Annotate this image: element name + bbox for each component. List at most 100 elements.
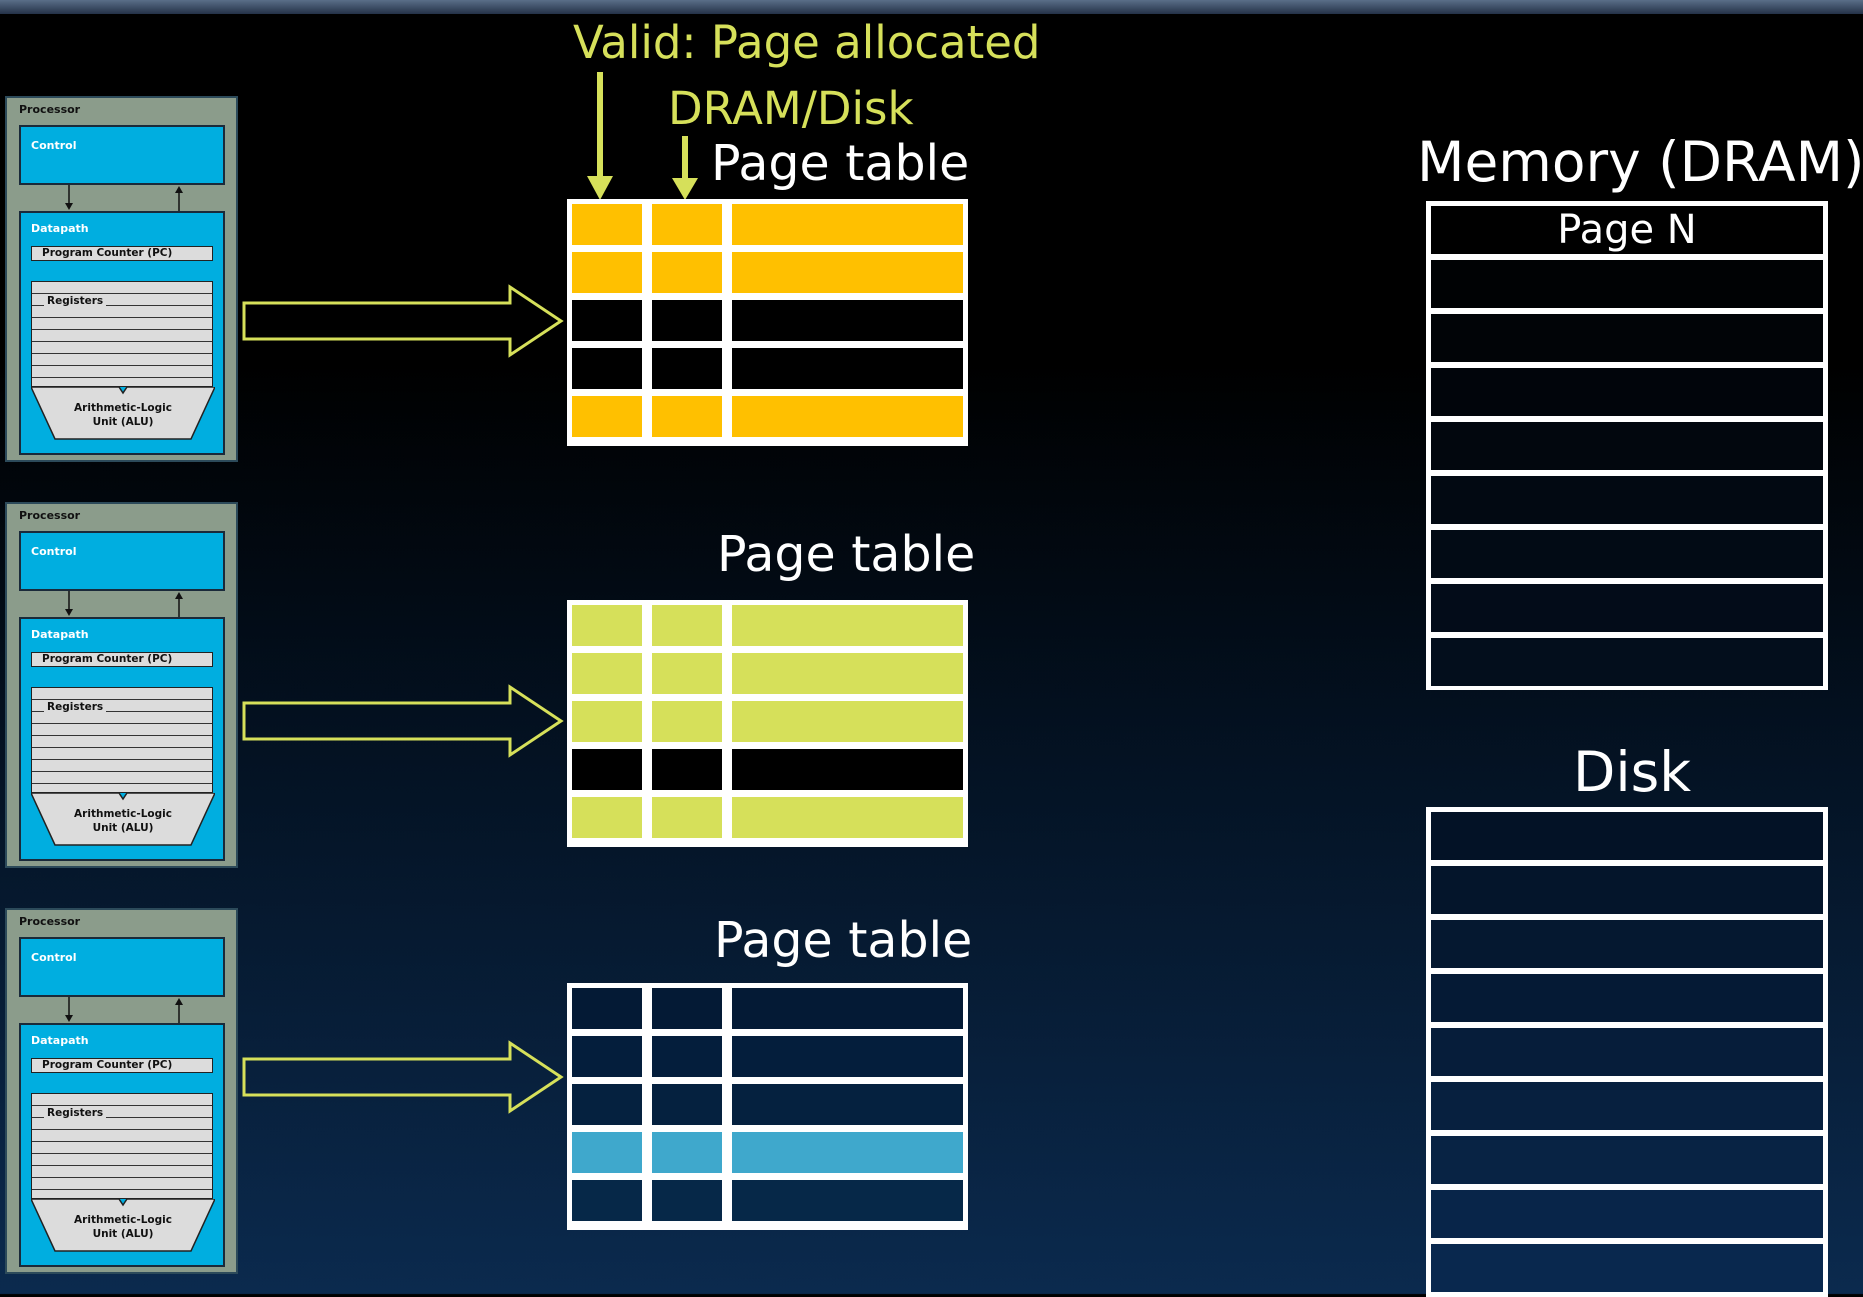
page-table-entry: [572, 1084, 963, 1125]
page-table-cell: [652, 605, 722, 646]
program-counter: Program Counter (PC): [31, 246, 213, 261]
page-table-entry: [572, 988, 963, 1029]
memory-page-slot: [1431, 314, 1823, 362]
alu-label-1: Arithmetic-Logic: [74, 808, 172, 820]
datapath-label: Datapath: [31, 222, 89, 235]
page-table-cell: [732, 605, 963, 646]
control-label: Control: [31, 139, 77, 152]
disk-page-slot: [1431, 812, 1823, 860]
page-table-cell: [652, 396, 722, 437]
memory-page-slot: [1431, 584, 1823, 632]
datapath: Datapath Program Counter (PC) Registers …: [19, 617, 225, 861]
valid-annotation: Valid: Page allocated: [573, 16, 1041, 69]
page-table-entry: [572, 300, 963, 341]
registers-label: Registers: [44, 1107, 107, 1119]
page-table-cell: [572, 204, 642, 245]
registers: Registers: [31, 1093, 213, 1199]
datapath: Datapath Program Counter (PC) Registers …: [19, 1023, 225, 1267]
page-table-cell: [572, 1084, 642, 1125]
page-table-cell: [732, 701, 963, 742]
disk-page-slot: [1431, 1082, 1823, 1130]
page-table-entry: [572, 1180, 963, 1221]
page-table-cell: [572, 1132, 642, 1173]
control-unit: Control: [19, 125, 225, 185]
page-table-cell: [652, 1084, 722, 1125]
page-table-cell: [652, 1180, 722, 1221]
arrow-down-icon: [65, 185, 73, 210]
page-table-2: [567, 600, 968, 847]
control-label: Control: [31, 951, 77, 964]
page-table-cell: [572, 348, 642, 389]
arrow-up-icon: [175, 592, 183, 617]
page-table-entry: [572, 348, 963, 389]
processor-label: Processor: [19, 103, 81, 116]
page-table-cell: [652, 653, 722, 694]
page-table-cell: [572, 988, 642, 1029]
page-table-entry: [572, 204, 963, 245]
page-table-cell: [732, 797, 963, 838]
memory-page-slot: [1431, 476, 1823, 524]
page-table-entry: [572, 1036, 963, 1077]
alu-label-2: Unit (ALU): [92, 416, 154, 428]
disk-page-slot: [1431, 1028, 1823, 1076]
page-table-title: Page table: [717, 526, 976, 583]
page-table-cell: [652, 348, 722, 389]
registers-label: Registers: [44, 295, 107, 307]
arrow-down-icon: [65, 997, 73, 1022]
page-table-cell: [652, 797, 722, 838]
registers: Registers: [31, 687, 213, 793]
registers: Registers: [31, 281, 213, 387]
page-table-cell: [732, 1036, 963, 1077]
memory-page-slot: Page N: [1431, 206, 1823, 254]
datapath-label: Datapath: [31, 1034, 89, 1047]
process-arrow-icon: [242, 684, 564, 758]
control-unit: Control: [19, 531, 225, 591]
page-table-cell: [572, 1180, 642, 1221]
page-n-label: Page N: [1557, 207, 1697, 253]
disk-page-slot: [1431, 1244, 1823, 1292]
program-counter: Program Counter (PC): [31, 652, 213, 667]
memory-page-slot: [1431, 368, 1823, 416]
page-table-cell: [572, 252, 642, 293]
registers-label: Registers: [44, 701, 107, 713]
memory-page-slot: [1431, 638, 1823, 686]
process-arrow-icon: [242, 284, 564, 358]
datapath: Datapath Program Counter (PC) Registers …: [19, 211, 225, 455]
processor-3: Processor Control Datapath Program Count…: [5, 908, 238, 1274]
disk-page-slot: [1431, 920, 1823, 968]
page-table-cell: [732, 300, 963, 341]
disk-page-slot: [1431, 974, 1823, 1022]
page-table-entry: [572, 1132, 963, 1173]
alu-label-2: Unit (ALU): [92, 822, 154, 834]
page-table-cell: [572, 701, 642, 742]
process-arrow-icon: [242, 1040, 564, 1114]
alu-label-1: Arithmetic-Logic: [74, 1214, 172, 1226]
page-table-cell: [652, 1132, 722, 1173]
page-table-cell: [652, 252, 722, 293]
page-table-cell: [652, 1036, 722, 1077]
page-table-cell: [652, 749, 722, 790]
dram-disk-arrow-icon: [672, 136, 698, 200]
program-counter: Program Counter (PC): [31, 1058, 213, 1073]
page-table-entry: [572, 749, 963, 790]
page-table-cell: [732, 988, 963, 1029]
page-table-cell: [572, 653, 642, 694]
disk-title: Disk: [1573, 740, 1692, 804]
page-table-cell: [732, 653, 963, 694]
arrow-up-icon: [175, 186, 183, 211]
page-table-cell: [652, 204, 722, 245]
disk-page-slot: [1431, 866, 1823, 914]
memory-dram: Page N: [1426, 201, 1828, 690]
control-label: Control: [31, 545, 77, 558]
page-table-cell: [732, 1180, 963, 1221]
page-table-1: [567, 199, 968, 446]
arrow-up-icon: [175, 998, 183, 1023]
page-table-cell: [572, 1036, 642, 1077]
arrow-down-icon: [65, 591, 73, 616]
memory-page-slot: [1431, 530, 1823, 578]
page-table-cell: [732, 1132, 963, 1173]
page-table-title: Page table: [711, 135, 970, 192]
page-table-cell: [732, 396, 963, 437]
